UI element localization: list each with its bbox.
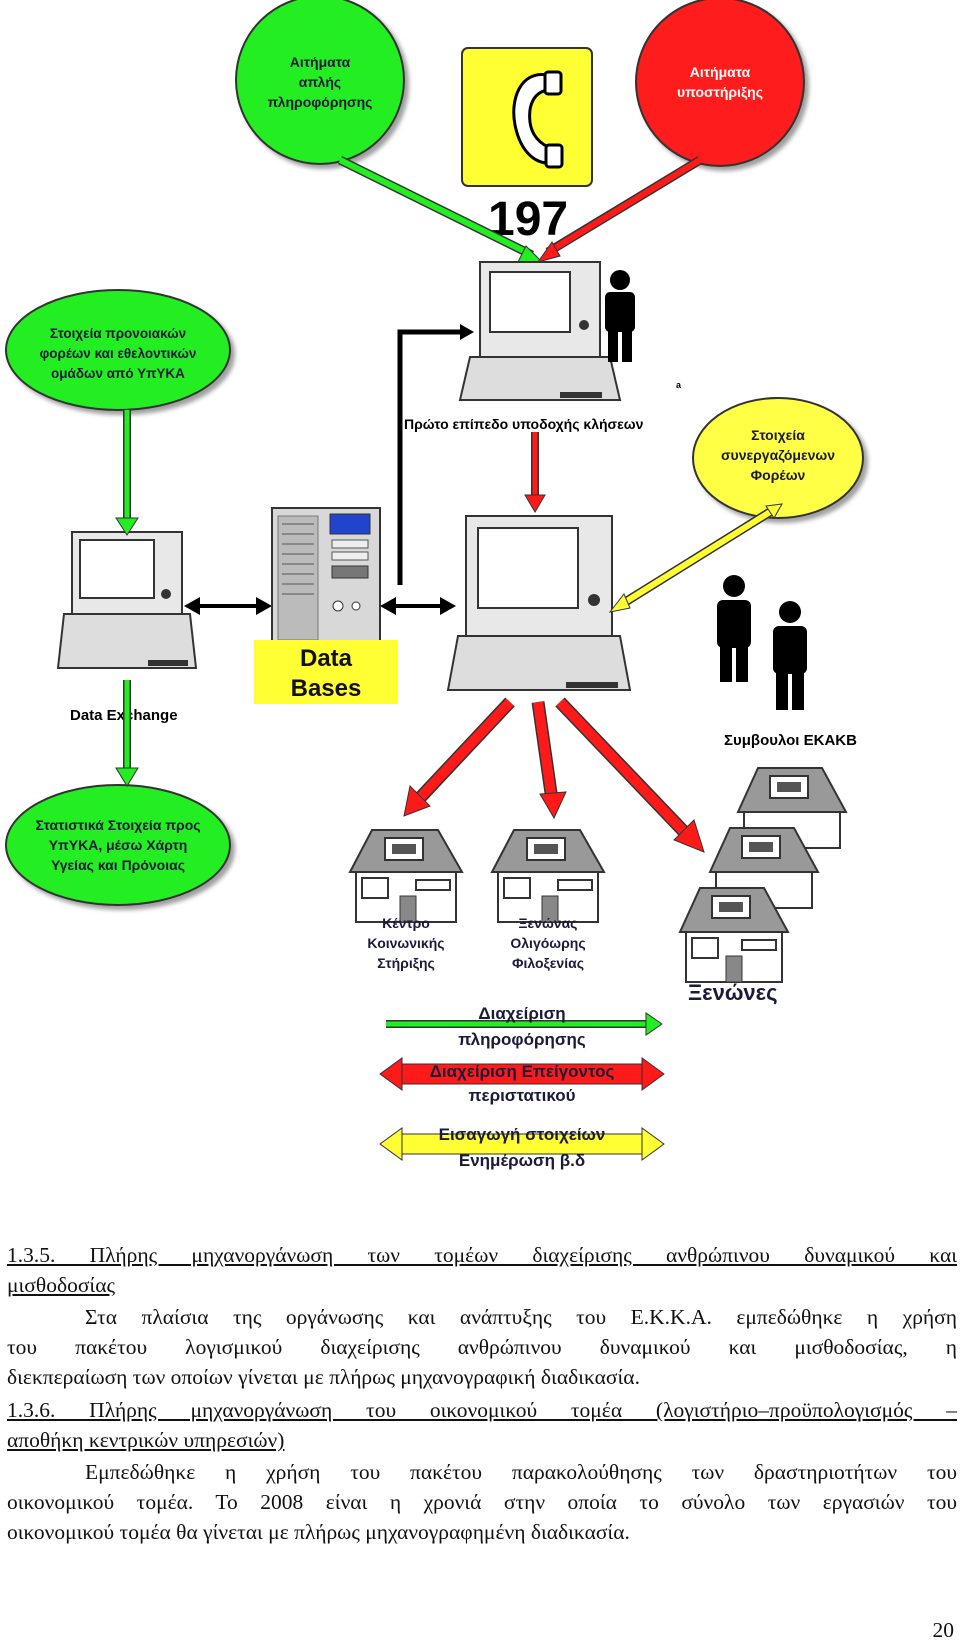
shelters-houses-icon (678, 767, 848, 983)
svg-text:υποστήριξης: υποστήριξης (677, 84, 763, 100)
bubble-simple-info: Αιτήματα απλής πληροφόρησης (235, 0, 405, 165)
bubble-welfare-data: Στοιχεία προνοιακών φορέων και εθελοντικ… (5, 289, 231, 411)
legend-emergency: Διαχείριση Επείγοντος περιστατικού (379, 1057, 665, 1105)
arrow-welfare-to-exchange (115, 410, 139, 536)
section-1-3-6-paragraph: Εμπεδώθηκε η χρήση του πακέτου παρακολού… (7, 1460, 957, 1544)
page-number: 20 (932, 1618, 955, 1642)
small-mark: a (676, 380, 682, 390)
bubble-support-requests: Αιτήματα υποστήριξης (635, 0, 805, 167)
arrow-pc-to-pc (524, 432, 546, 513)
management-laptop-icon (446, 515, 632, 691)
svg-text:Ενημέρωση β.δ: Ενημέρωση β.δ (459, 1151, 585, 1170)
arrow-exchange-to-statistics (115, 680, 139, 787)
legend-info-management: Διαχείριση πληροφόρησης (386, 1004, 663, 1049)
flow-diagram: Αιτήματα απλής πληροφόρησης Αιτήματα υπο… (5, 0, 864, 1170)
data-bases-label: Data Bases (254, 640, 398, 704)
svg-text:Στήριξης: Στήριξης (377, 955, 435, 971)
svg-text:πληροφόρησης: πληροφόρησης (458, 1030, 586, 1049)
svg-text:ομάδων από ΥπΥΚΑ: ομάδων από ΥπΥΚΑ (51, 366, 185, 381)
call-center-laptop-icon (458, 261, 622, 401)
svg-text:Στοιχεία προνοιακών: Στοιχεία προνοιακών (50, 326, 186, 341)
section-1-3-5-paragraph: Στα πλαίσια της οργάνωσης και ανάπτυξης … (7, 1305, 957, 1389)
arrow-server-pc (380, 597, 456, 615)
svg-text:φορέων και εθελοντικών: φορέων και εθελοντικών (40, 346, 197, 361)
arrow-simple-info-to-pc (338, 155, 544, 263)
connector-server-to-call-center (397, 324, 474, 585)
house-shelter-icon (490, 829, 606, 923)
advisors-people-icon (717, 575, 807, 710)
svg-text:περιστατικού: περιστατικού (468, 1086, 575, 1105)
svg-text:Κοινωνικής: Κοινωνικής (367, 935, 444, 951)
advisors-label: Συμβουλοι ΕΚΑΚΒ (724, 732, 857, 749)
svg-text:Ολιγόωρης: Ολιγόωρης (510, 935, 585, 951)
arrow-partners-to-pc (608, 503, 783, 613)
svg-text:Στοιχεία: Στοιχεία (751, 427, 805, 443)
arrow-support-to-pc (536, 156, 703, 263)
operator-person-icon (605, 270, 635, 362)
svg-text:Διαχείριση: Διαχείριση (478, 1004, 565, 1023)
svg-text:Αιτήματα: Αιτήματα (690, 64, 751, 80)
arrow-exchange-server (184, 597, 272, 615)
section-1-3-6-heading: 1.3.6. Πλήρης μηχανοργάνωση του οικονομι… (7, 1398, 957, 1452)
svg-text:Κέντρο: Κέντρο (382, 915, 430, 931)
svg-text:απλής: απλής (299, 74, 341, 90)
arrow-pc-to-center (403, 697, 515, 817)
section-1-3-5-heading: 1.3.5. Πλήρης μηχανοργάνωση των τομέων δ… (7, 1243, 957, 1297)
svg-text:Φορέων: Φορέων (751, 467, 806, 483)
svg-text:πληροφόρησης: πληροφόρησης (268, 94, 373, 110)
arrow-pc-to-shelter (531, 701, 567, 820)
svg-text:Data: Data (300, 645, 353, 672)
shelters-label: Ξενώνες (688, 980, 778, 1005)
server-tower-icon (271, 507, 381, 649)
bubble-partner-data: Στοιχεία συνεργαζόμενων Φορέων (692, 397, 864, 519)
bubble-statistics: Στατιστικά Στοιχεία προς ΥπΥΚΑ, μέσω Χάρ… (5, 784, 231, 906)
svg-text:ΥπΥΚΑ, μέσω Χάρτη: ΥπΥΚΑ, μέσω Χάρτη (49, 837, 188, 853)
svg-text:Αιτήματα: Αιτήματα (290, 54, 351, 70)
arrow-pc-to-shelters (555, 697, 705, 853)
data-exchange-laptop-icon (56, 531, 198, 669)
svg-text:Υγείας και Πρόνοιας: Υγείας και Πρόνοιας (51, 857, 185, 873)
house-shelter-label: Ξενώνας Ολιγόωρης Φιλοξενίας (510, 915, 585, 971)
phone-icon (461, 47, 593, 187)
svg-text:Διαχείριση Επείγοντος: Διαχείριση Επείγοντος (430, 1062, 615, 1081)
legend-data-entry: Εισαγωγή στοιχείων Ενημέρωση β.δ (379, 1125, 665, 1170)
house-center-icon (348, 829, 464, 923)
house-center-label: Κέντρο Κοινωνικής Στήριξης (367, 915, 444, 971)
svg-text:συνεργαζόμενων: συνεργαζόμενων (721, 447, 835, 463)
first-level-label: Πρώτο επίπεδο υποδοχής κλήσεων (404, 416, 644, 432)
svg-text:Στατιστικά Στοιχεία προς: Στατιστικά Στοιχεία προς (35, 817, 200, 833)
svg-text:Ξενώνας: Ξενώνας (519, 915, 578, 931)
svg-text:Φιλοξενίας: Φιλοξενίας (512, 955, 584, 971)
svg-text:Bases: Bases (291, 675, 362, 702)
svg-text:Εισαγωγή στοιχείων: Εισαγωγή στοιχείων (439, 1125, 606, 1144)
